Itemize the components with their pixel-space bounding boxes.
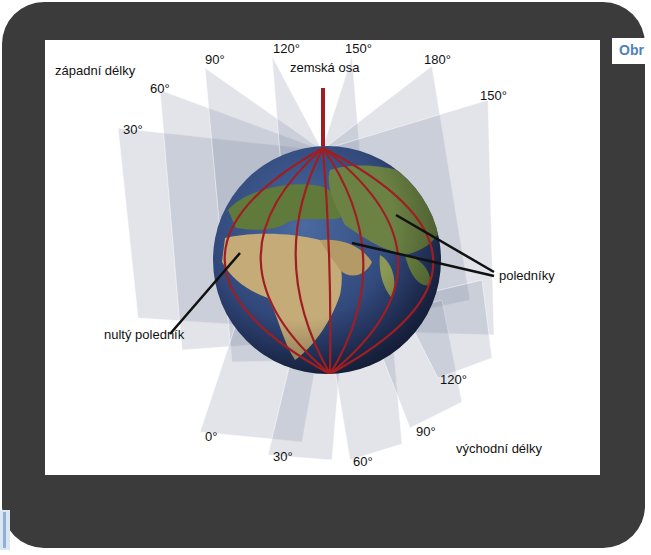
- hemisphere-label: západní délky: [55, 63, 135, 78]
- leader-lines: [170, 215, 494, 334]
- axis-label: zemská osa: [290, 60, 359, 75]
- hemisphere-label: východní délky: [456, 441, 542, 456]
- longitude-number: 150°: [480, 88, 507, 103]
- longitude-number: 90°: [416, 424, 436, 439]
- prime-meridian-label: nultý poledník: [104, 327, 184, 342]
- meridian-planes: [118, 56, 494, 460]
- longitude-number: 30°: [273, 449, 293, 464]
- longitude-number: 60°: [150, 81, 170, 96]
- longitude-number: 120°: [440, 372, 467, 387]
- longitude-number: 0°: [205, 429, 217, 444]
- continents: [213, 146, 446, 374]
- globe: [213, 146, 441, 374]
- longitude-number: 60°: [353, 454, 373, 469]
- longitude-number: 120°: [273, 41, 300, 56]
- longitude-number: 180°: [424, 52, 451, 67]
- longitude-number: 150°: [345, 41, 372, 56]
- side-bar-line: [3, 512, 6, 548]
- longitude-number: 30°: [123, 122, 143, 137]
- figure-caption: Obr: [619, 43, 644, 58]
- longitude-number: 90°: [205, 52, 225, 67]
- meridians: [225, 148, 434, 374]
- meridian-label: poledníky: [499, 268, 555, 283]
- side-bar: [0, 510, 10, 550]
- earth-axis: [321, 88, 325, 152]
